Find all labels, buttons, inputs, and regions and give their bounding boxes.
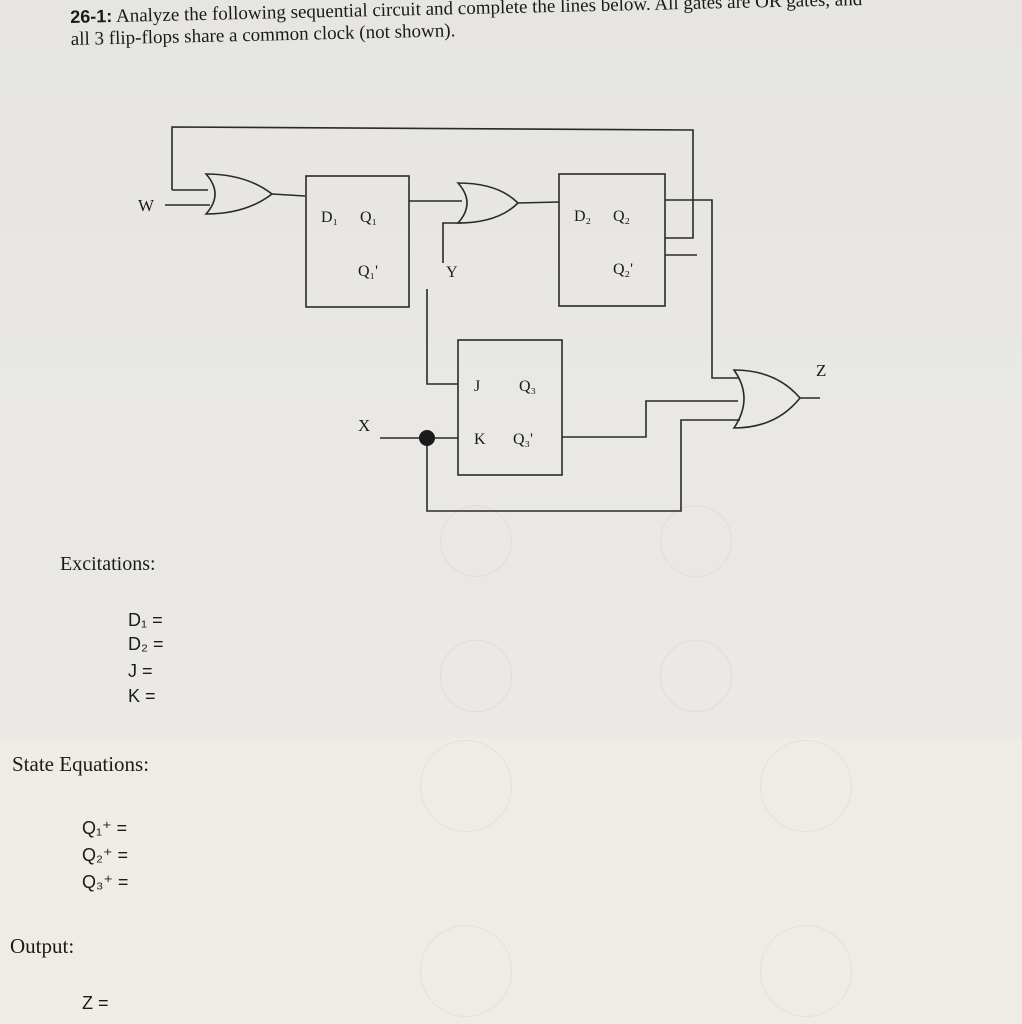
circuit-diagram: W D₁ Q₁ Q₁' Y D₂ Q₂ Q₂' J Q₃ K Q₃' X Z: [138, 126, 826, 512]
label-q3-bar: Q₃': [513, 431, 533, 448]
show-through-circle-1: [440, 505, 512, 577]
show-through-circle-4: [660, 640, 732, 712]
wire-q3n-to-gate3: [562, 400, 738, 438]
output-heading: Output:: [10, 934, 75, 958]
excitation-k: K =: [128, 686, 156, 706]
label-k: K: [474, 431, 486, 448]
label-w: W: [138, 196, 155, 215]
wire-q1n-to-j: [426, 289, 458, 385]
show-through-circle-7: [420, 925, 512, 1017]
label-q2-bar: Q₂': [613, 261, 633, 278]
state-equation-q3: Q₃⁺ =: [82, 872, 129, 892]
label-d1: D₁: [321, 209, 338, 226]
excitation-d2: D₂ =: [128, 634, 164, 654]
wire-junction-dot: [419, 430, 435, 446]
label-d2: D₂: [574, 208, 591, 225]
excitation-d1: D₁ =: [128, 610, 163, 630]
state-equation-q2: Q₂⁺ =: [82, 845, 129, 865]
wire-gate1-to-d1: [271, 193, 306, 197]
wire-q2-output: [665, 199, 738, 379]
show-through-circle-8: [760, 925, 852, 1017]
label-q2: Q₂: [613, 208, 630, 225]
flip-flop-3: [457, 339, 563, 476]
worksheet-page: [0, 0, 1022, 738]
show-through-circle-3: [440, 640, 512, 712]
wire-x-branch: [426, 419, 740, 512]
label-q1-bar: Q₁': [358, 263, 378, 280]
wire-gate2-to-d2: [517, 201, 560, 204]
label-y: Y: [446, 264, 458, 281]
label-q3: Q₃: [519, 378, 536, 395]
flip-flop-1: [305, 175, 410, 308]
show-through-circle-5: [420, 740, 512, 832]
flip-flop-2: [558, 173, 666, 307]
state-equations-heading: State Equations:: [12, 752, 150, 776]
show-through-circle-2: [660, 505, 732, 577]
excitation-j: J =: [128, 661, 153, 681]
show-through-circle-6: [760, 740, 852, 832]
or-gate-1: [204, 173, 274, 215]
wire-q2-feedback: [171, 126, 694, 239]
state-equation-q1: Q₁⁺ =: [82, 818, 128, 838]
excitations-heading: Excitations:: [60, 553, 156, 575]
label-j: J: [474, 378, 480, 395]
or-gate-2: [456, 182, 520, 224]
label-q1: Q₁: [360, 209, 377, 226]
output-equation-z: Z =: [82, 993, 109, 1013]
label-z: Z: [816, 361, 826, 380]
wire-y-input: [442, 222, 462, 263]
or-gate-3: [732, 369, 802, 429]
label-x: X: [358, 416, 370, 435]
